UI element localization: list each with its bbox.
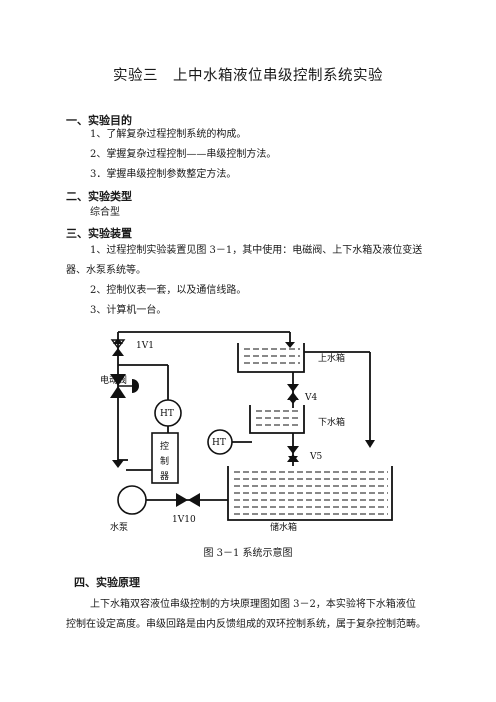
- label-1v1: 1V1: [136, 341, 154, 351]
- ht-lower-icon: [207, 429, 233, 455]
- valve-1v1-icon: [110, 339, 126, 356]
- principle-line-2: 控制在设定高度。串级回路是由内反馈组成的双环控制系统，属于复杂控制范畴。: [66, 619, 426, 630]
- valve-1v10-icon: [176, 493, 200, 507]
- label-ht-upper: HT: [160, 409, 174, 419]
- purpose-line-2: 2、掌握复杂过程控制——串级控制方法。: [90, 149, 277, 160]
- principle-line-1: 上下水箱双容液位串级控制的方块原理图如图 3－2，本实验将下水箱液位: [90, 599, 416, 610]
- section-heading-principle: 四、实验原理: [74, 576, 140, 589]
- label-lower-tank: 下水箱: [318, 416, 345, 428]
- label-controller-1: 控: [160, 440, 169, 452]
- label-pump: 水泵: [110, 521, 128, 533]
- purpose-line-1: 1、了解复杂过程控制系统的构成。: [90, 129, 247, 140]
- purpose-line-3: 3．掌握串级控制参数整定方法。: [90, 169, 237, 180]
- apparatus-line-3: 3、计算机一台。: [90, 305, 167, 316]
- label-upper-tank: 上水箱: [318, 352, 345, 364]
- label-solenoid: 电动阀: [100, 374, 127, 386]
- figure-caption: 图 3－1 系统示意图: [203, 548, 293, 559]
- apparatus-line-2: 2、控制仪表一套，以及通信线路。: [90, 285, 247, 296]
- label-1v10: 1V10: [172, 515, 196, 525]
- label-storage: 储水箱: [270, 521, 297, 533]
- apparatus-line-1: 1、过程控制实验装置见图 3－1，其中使用：电磁阀、上下水箱及液位变送: [90, 245, 423, 256]
- page-title: 实验三 上中水箱液位串级控制系统实验: [113, 68, 383, 84]
- solenoid-valve-icon: [110, 374, 139, 398]
- label-v4: V4: [304, 393, 317, 403]
- apparatus-line-1-cont: 器、水泵系统等。: [66, 265, 146, 276]
- valve-v4-icon: [287, 384, 299, 400]
- ht-upper-icon: [154, 399, 182, 427]
- label-controller-3: 器: [160, 471, 169, 482]
- valve-v5-icon: [287, 446, 299, 462]
- label-v5: V5: [309, 452, 322, 462]
- pump-icon: [117, 485, 147, 515]
- controller-box: [151, 432, 179, 484]
- section-heading-purpose: 一、实验目的: [66, 114, 132, 127]
- section-heading-type: 二、实验类型: [66, 190, 132, 203]
- label-controller-2: 制: [160, 455, 169, 467]
- type-line: 综合型: [90, 207, 120, 218]
- section-heading-apparatus: 三、实验装置: [66, 227, 132, 240]
- label-ht-lower: HT: [212, 438, 226, 448]
